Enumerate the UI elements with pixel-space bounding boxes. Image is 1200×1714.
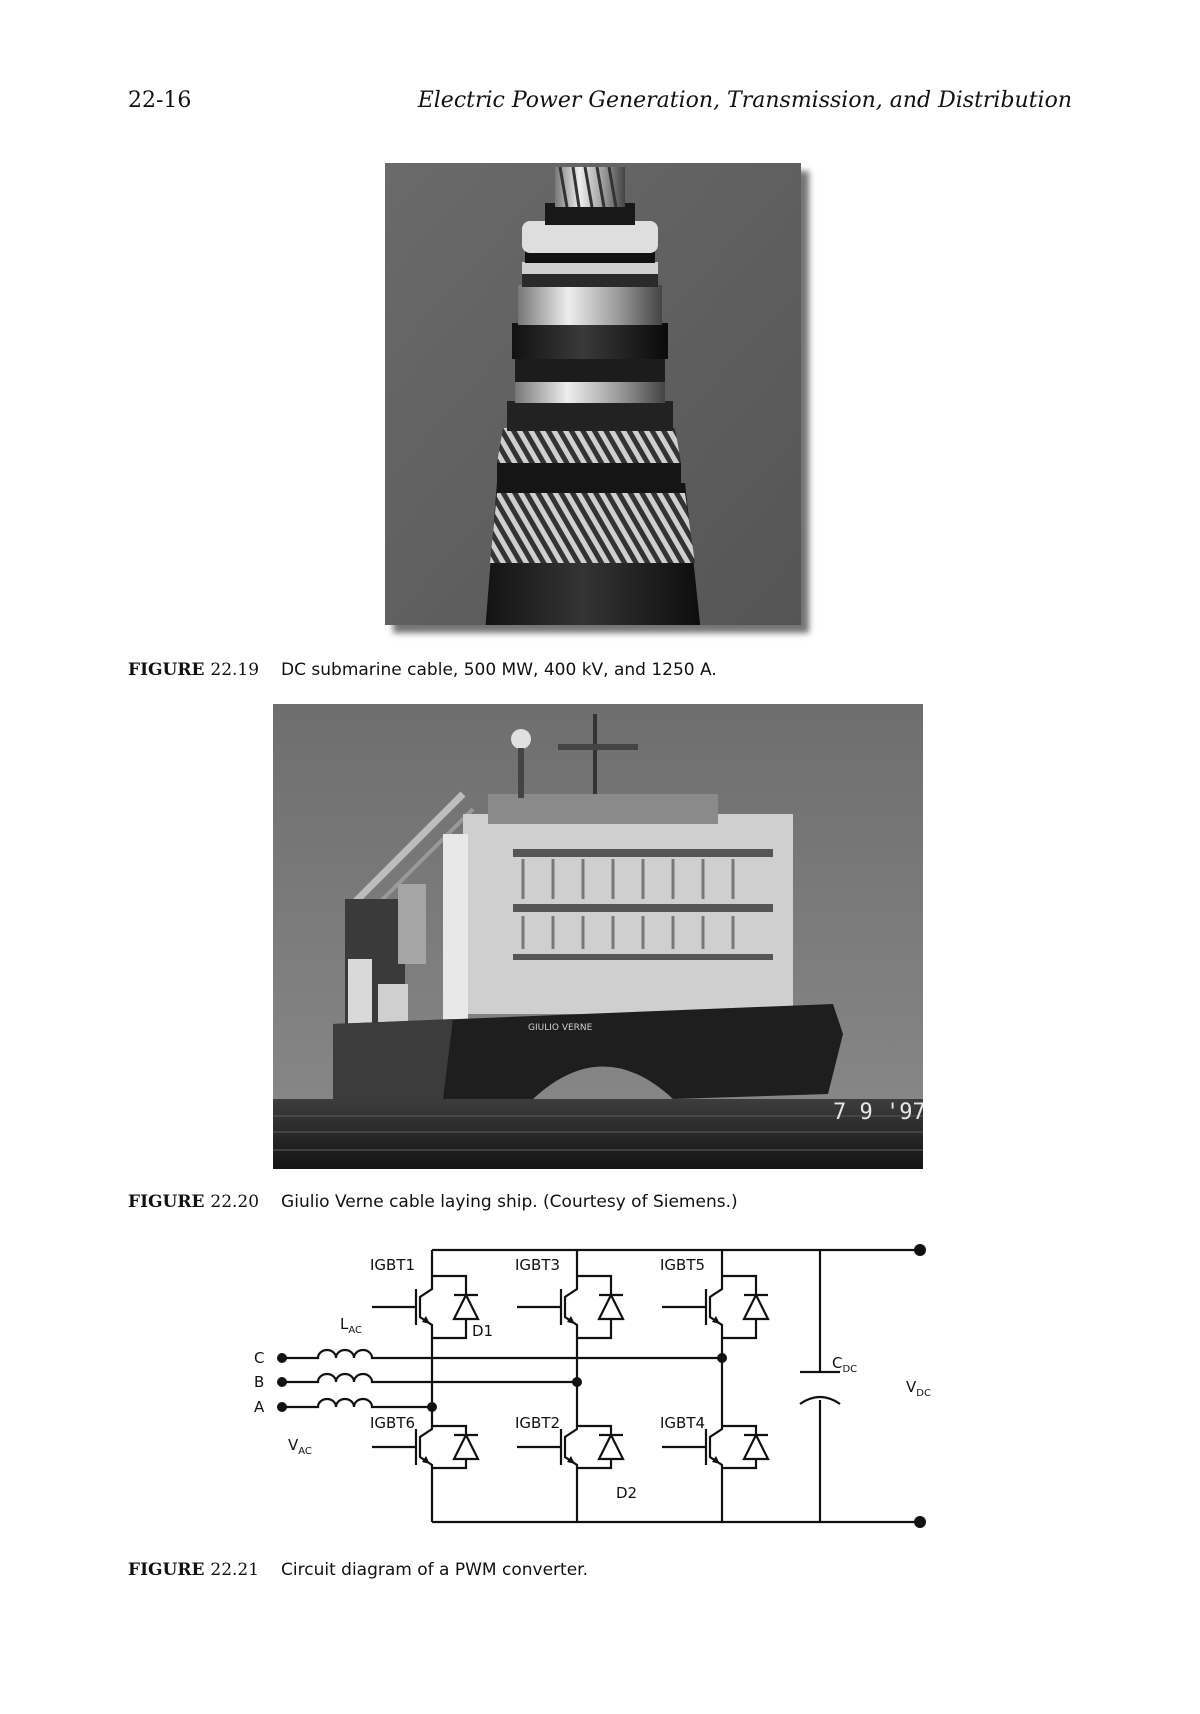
running-head: Electric Power Generation, Transmission,… — [417, 88, 1072, 113]
igbt5-symbol — [662, 1272, 770, 1342]
igbt6-label: IGBT6 — [370, 1414, 415, 1432]
igbt4-label: IGBT4 — [660, 1414, 705, 1432]
cable-photo — [385, 163, 801, 625]
figure-caption: FIGURE 22.20 Giulio Verne cable laying sh… — [128, 1192, 738, 1212]
dc-capacitor — [799, 1250, 841, 1522]
vac-label: VAC — [288, 1436, 312, 1457]
igbt3-symbol — [517, 1272, 625, 1342]
igbt4-symbol — [662, 1422, 770, 1472]
phase-legs — [430, 1250, 724, 1522]
phase-a-label: A — [254, 1398, 265, 1416]
figure-label: FIGURE 22.20 — [128, 1192, 260, 1212]
figure-caption: FIGURE 22.21 Circuit diagram of a PWM con… — [128, 1560, 588, 1580]
igbt3-label: IGBT3 — [515, 1256, 560, 1274]
d2-label: D2 — [616, 1484, 637, 1502]
figure-label: FIGURE 22.19 — [128, 660, 260, 680]
dc-negative-terminal — [914, 1516, 926, 1528]
dc-positive-terminal — [914, 1244, 926, 1256]
igbt5-label: IGBT5 — [660, 1256, 705, 1274]
caption-text: Circuit diagram of a PWM converter. — [281, 1560, 588, 1580]
phase-c-label: C — [254, 1349, 264, 1367]
caption-text: DC submarine cable, 500 MW, 400 kV, and … — [281, 660, 717, 680]
hull-name: GIULIO VERNE — [528, 1023, 593, 1033]
pwm-converter-circuit: C B A LAC VAC CDC VDC IGBT1 IGBT3 IGBT5 … — [254, 1244, 931, 1528]
page-number: 22-16 — [128, 88, 192, 113]
d1-label: D1 — [472, 1322, 493, 1340]
figure-caption: FIGURE 22.19 DC submarine cable, 500 MW, … — [128, 660, 717, 680]
igbt1-symbol — [372, 1272, 480, 1342]
igbt-switches — [372, 1272, 770, 1472]
phase-b-label: B — [254, 1373, 264, 1391]
inductor-label: LAC — [340, 1315, 362, 1336]
ship-photo: GIULIO VERNE 7 9 '97 — [273, 704, 923, 1169]
vdc-label: VDC — [906, 1378, 931, 1399]
node-a — [427, 1402, 437, 1412]
figure-label: FIGURE 22.21 — [128, 1560, 260, 1580]
igbt2-label: IGBT2 — [515, 1414, 560, 1432]
node-b — [572, 1377, 582, 1387]
caption-text: Giulio Verne cable laying ship. (Courtes… — [281, 1192, 738, 1212]
capacitor-label: CDC — [832, 1354, 857, 1375]
node-c — [717, 1353, 727, 1363]
igbt2-symbol — [517, 1422, 625, 1472]
igbt1-label: IGBT1 — [370, 1256, 415, 1274]
igbt6-symbol — [372, 1422, 480, 1472]
ac-inductors — [282, 1348, 722, 1409]
date-stamp: 7 9 '97 — [833, 1100, 923, 1125]
